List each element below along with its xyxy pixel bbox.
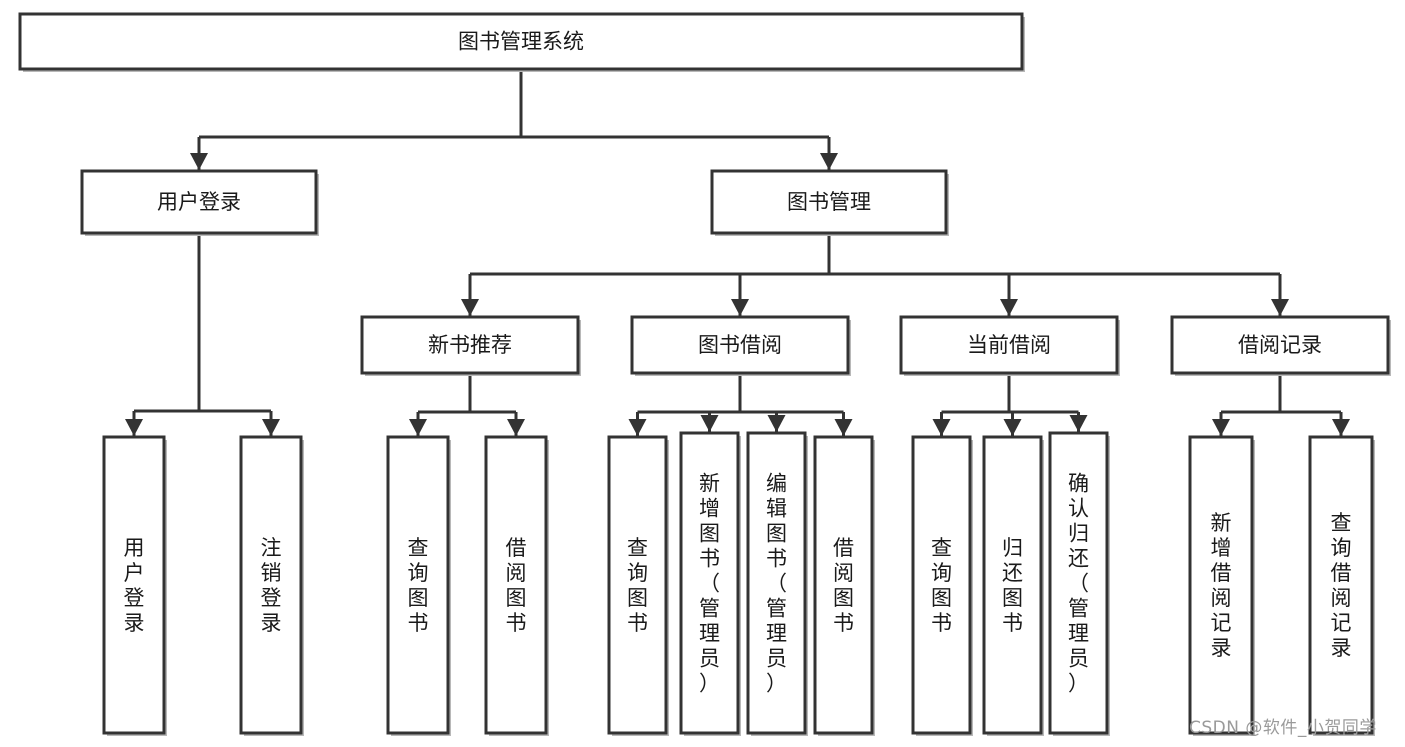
node-label: 借阅图书	[833, 536, 854, 635]
node-rect[interactable]	[1048, 431, 1109, 735]
node-label: 图书借阅	[698, 333, 782, 357]
node-rect[interactable]	[102, 435, 166, 735]
node-borrow-book-action[interactable]: 借阅图书	[813, 435, 875, 736]
arrow-to-query-book-recommend	[409, 419, 427, 436]
node-rect[interactable]	[899, 315, 1119, 375]
arrow-to-book-management	[820, 153, 838, 170]
node-new-book-recommend[interactable]: 新书推荐	[360, 315, 581, 376]
node-root-图书管理系统[interactable]: 图书管理系统	[18, 12, 1025, 72]
arrow-to-borrow-record	[1271, 299, 1289, 316]
node-label: 图书管理	[787, 190, 871, 214]
node-label: 用户登录	[157, 190, 241, 214]
node-rect[interactable]	[1188, 435, 1254, 735]
node-label: 借阅图书	[506, 536, 527, 635]
arrow-to-query-borrow-record	[1332, 419, 1350, 436]
node-book-management[interactable]: 图书管理	[710, 169, 949, 236]
node-rect[interactable]	[630, 315, 850, 375]
arrow-to-add-borrow-record	[1212, 419, 1230, 436]
node-borrow-book-recommend[interactable]: 借阅图书	[484, 435, 549, 736]
arrow-to-return-book	[1003, 419, 1022, 436]
node-rect[interactable]	[484, 435, 548, 735]
node-query-book-recommend[interactable]: 查询图书	[386, 435, 451, 736]
arrow-to-add-book-admin	[700, 415, 719, 432]
node-label: 归还图书	[1002, 536, 1023, 635]
node-label: 新书推荐	[428, 333, 512, 357]
arrow-to-current-borrow	[1000, 299, 1018, 316]
node-borrow-record[interactable]: 借阅记录	[1170, 315, 1391, 376]
node-query-book-borrow[interactable]: 查询图书	[607, 435, 669, 736]
node-rect[interactable]	[746, 431, 807, 735]
node-label: 查询借阅记录	[1331, 511, 1352, 660]
arrow-to-user-login-action	[125, 419, 143, 436]
arrow-to-query-book-borrow	[628, 419, 647, 436]
node-rect[interactable]	[18, 12, 1024, 71]
node-rect[interactable]	[1170, 315, 1390, 375]
arrow-to-query-book-current	[932, 419, 951, 436]
node-rect[interactable]	[911, 435, 972, 735]
node-label: 注销登录	[261, 536, 282, 635]
node-label: 当前借阅	[967, 333, 1051, 357]
arrow-to-borrow-book-recommend	[507, 419, 525, 436]
node-add-borrow-record[interactable]: 新增借阅记录	[1188, 435, 1255, 736]
node-book-borrow[interactable]: 图书借阅	[630, 315, 851, 376]
node-confirm-return-admin[interactable]: 确认归还（管理员）	[1048, 431, 1110, 736]
node-edit-book-admin[interactable]: 编辑图书（管理员）	[746, 431, 808, 736]
node-label: 图书管理系统	[458, 30, 584, 54]
node-query-book-current[interactable]: 查询图书	[911, 435, 973, 736]
node-add-book-admin[interactable]: 新增图书（管理员）	[679, 431, 741, 736]
node-logout-action[interactable]: 注销登录	[239, 435, 304, 736]
node-user-login[interactable]: 用户登录	[80, 169, 319, 236]
connectors-layer	[125, 69, 1350, 436]
node-return-book[interactable]: 归还图书	[982, 435, 1044, 736]
node-label: 借阅记录	[1238, 333, 1322, 357]
arrow-to-logout-action	[262, 419, 280, 436]
arrow-to-user-login	[190, 153, 208, 170]
arrow-to-book-borrow	[731, 299, 749, 316]
node-label: 确认归还（管理员）	[1068, 472, 1089, 696]
node-label: 查询图书	[931, 536, 952, 635]
node-rect[interactable]	[982, 435, 1043, 735]
node-rect[interactable]	[813, 435, 874, 735]
node-label: 新增图书（管理员）	[699, 472, 720, 696]
node-label: 用户登录	[124, 536, 145, 635]
node-user-login-action[interactable]: 用户登录	[102, 435, 167, 736]
arrow-to-borrow-book-action	[834, 419, 853, 436]
node-rect[interactable]	[386, 435, 450, 735]
node-label: 查询图书	[408, 536, 429, 635]
node-rect[interactable]	[239, 435, 303, 735]
node-rect[interactable]	[679, 431, 740, 735]
csdn-watermark: CSDN @软件_小贺同学	[1189, 718, 1377, 738]
node-query-borrow-record[interactable]: 查询借阅记录	[1308, 435, 1375, 736]
node-rect[interactable]	[710, 169, 948, 235]
boxes-layer: 图书管理系统用户登录图书管理新书推荐图书借阅当前借阅借阅记录用户登录注销登录查询…	[18, 12, 1391, 736]
arrow-to-new-book-recommend	[461, 299, 479, 316]
node-rect[interactable]	[360, 315, 580, 375]
node-label: 新增借阅记录	[1211, 511, 1232, 660]
node-label: 编辑图书（管理员）	[766, 472, 787, 696]
node-rect[interactable]	[607, 435, 668, 735]
node-rect[interactable]	[1308, 435, 1374, 735]
node-label: 查询图书	[627, 536, 648, 635]
arrow-to-edit-book-admin	[767, 415, 786, 432]
node-rect[interactable]	[80, 169, 318, 235]
node-current-borrow[interactable]: 当前借阅	[899, 315, 1120, 376]
arrow-to-confirm-return-admin	[1069, 415, 1088, 432]
